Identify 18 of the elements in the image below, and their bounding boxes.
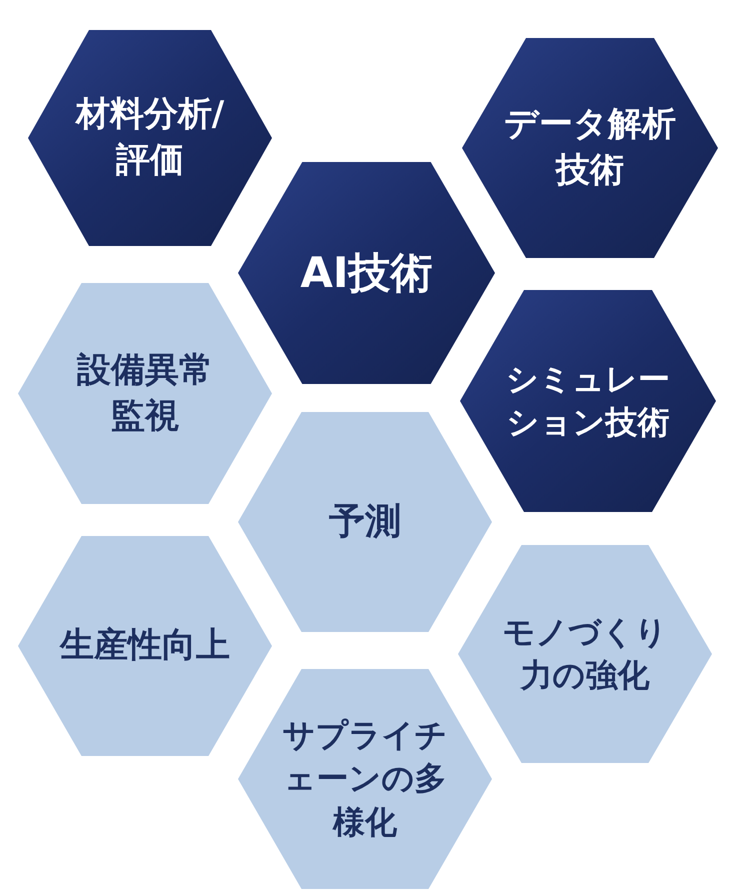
hexagon	[458, 545, 712, 763]
hexagon-label: データ解析技術	[503, 103, 677, 192]
hexagon	[28, 30, 272, 246]
hexagon	[460, 290, 716, 512]
hexagon	[238, 669, 492, 889]
hexagon	[18, 283, 272, 504]
hexagon-label: AI技術	[300, 246, 433, 299]
hexagon-label: モノづくり力の強化	[502, 612, 668, 696]
hexagon	[462, 38, 718, 258]
hexagon-label: シミュレーション技術	[505, 358, 671, 443]
hexagon-label: 材料分析/評価	[74, 93, 226, 182]
hexagon-label: 生産性向上	[60, 624, 230, 668]
hexagon	[238, 162, 495, 384]
hexagon	[238, 412, 492, 632]
hexagon	[18, 536, 272, 756]
hexagon-label: 設備異常監視	[76, 348, 214, 438]
hexagon-label: サプライチェーンの多様化	[282, 715, 448, 843]
hexagon-label: 予測	[329, 500, 401, 544]
